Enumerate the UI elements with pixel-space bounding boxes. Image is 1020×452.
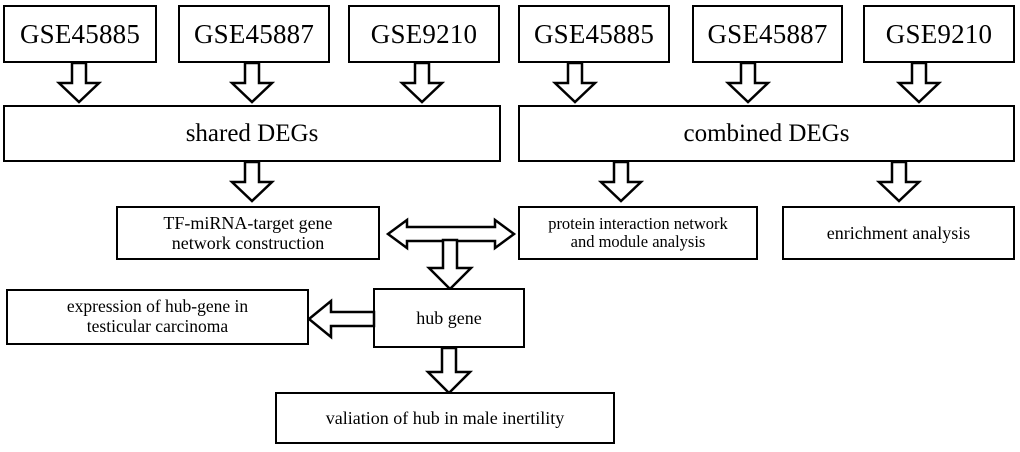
arrow-hub-gene-to-expression (307, 298, 376, 340)
enrichment-analysis-box: enrichment analysis (782, 206, 1015, 260)
arrow-gse45885-left-to-shared-degs (55, 61, 103, 104)
arrow-gse45885-right-to-combined-degs (551, 61, 599, 104)
protein-interaction-network-label: protein interaction network and module a… (548, 213, 728, 251)
hub-gene-box: hub gene (373, 288, 525, 348)
dataset-box-gse45887-left: GSE45887 (178, 5, 330, 63)
dataset-box-gse45885-right: GSE45885 (518, 5, 670, 63)
arrow-tf-mirna-to-ppi-bidirectional (385, 215, 517, 253)
dataset-label: GSE9210 (370, 18, 478, 49)
enrichment-analysis-label: enrichment analysis (826, 222, 971, 243)
arrow-gse9210-right-to-combined-degs (895, 61, 943, 104)
validation-label: valiation of hub in male inertility (325, 407, 565, 428)
arrow-gse9210-left-to-shared-degs (398, 61, 446, 104)
dataset-label: GSE45887 (193, 18, 315, 49)
dataset-box-gse45885-left: GSE45885 (3, 5, 157, 63)
expression-hub-gene-box: expression of hub-gene in testicular car… (6, 289, 309, 345)
shared-degs-box: shared DEGs (3, 105, 501, 162)
dataset-label: GSE9210 (885, 18, 993, 49)
dataset-label: GSE45885 (533, 18, 655, 49)
arrow-combined-degs-to-ppi (597, 160, 645, 203)
arrow-shared-degs-to-tf-mirna (228, 160, 276, 203)
shared-degs-label: shared DEGs (185, 119, 319, 147)
tf-mirna-network-box: TF-miRNA-target gene network constructio… (116, 206, 380, 260)
expression-hub-gene-label: expression of hub-gene in testicular car… (66, 296, 249, 336)
dataset-box-gse9210-right: GSE9210 (863, 5, 1015, 63)
arrow-hub-gene-to-validation (424, 346, 474, 395)
protein-interaction-network-box: protein interaction network and module a… (518, 206, 758, 260)
validation-box: valiation of hub in male inertility (275, 392, 615, 444)
arrow-gse45887-right-to-combined-degs (724, 61, 772, 104)
combined-degs-box: combined DEGs (518, 105, 1015, 162)
combined-degs-label: combined DEGs (683, 119, 850, 147)
arrow-combined-degs-to-enrichment (875, 160, 923, 203)
arrow-bidirectional-to-hub-gene (425, 238, 475, 291)
dataset-label: GSE45885 (19, 18, 141, 49)
dataset-box-gse9210-left: GSE9210 (348, 5, 500, 63)
tf-mirna-network-label: TF-miRNA-target gene network constructio… (163, 212, 333, 253)
dataset-label: GSE45887 (707, 18, 828, 49)
hub-gene-label: hub gene (416, 307, 482, 328)
arrow-gse45887-left-to-shared-degs (228, 61, 276, 104)
dataset-box-gse45887-right: GSE45887 (692, 5, 843, 63)
